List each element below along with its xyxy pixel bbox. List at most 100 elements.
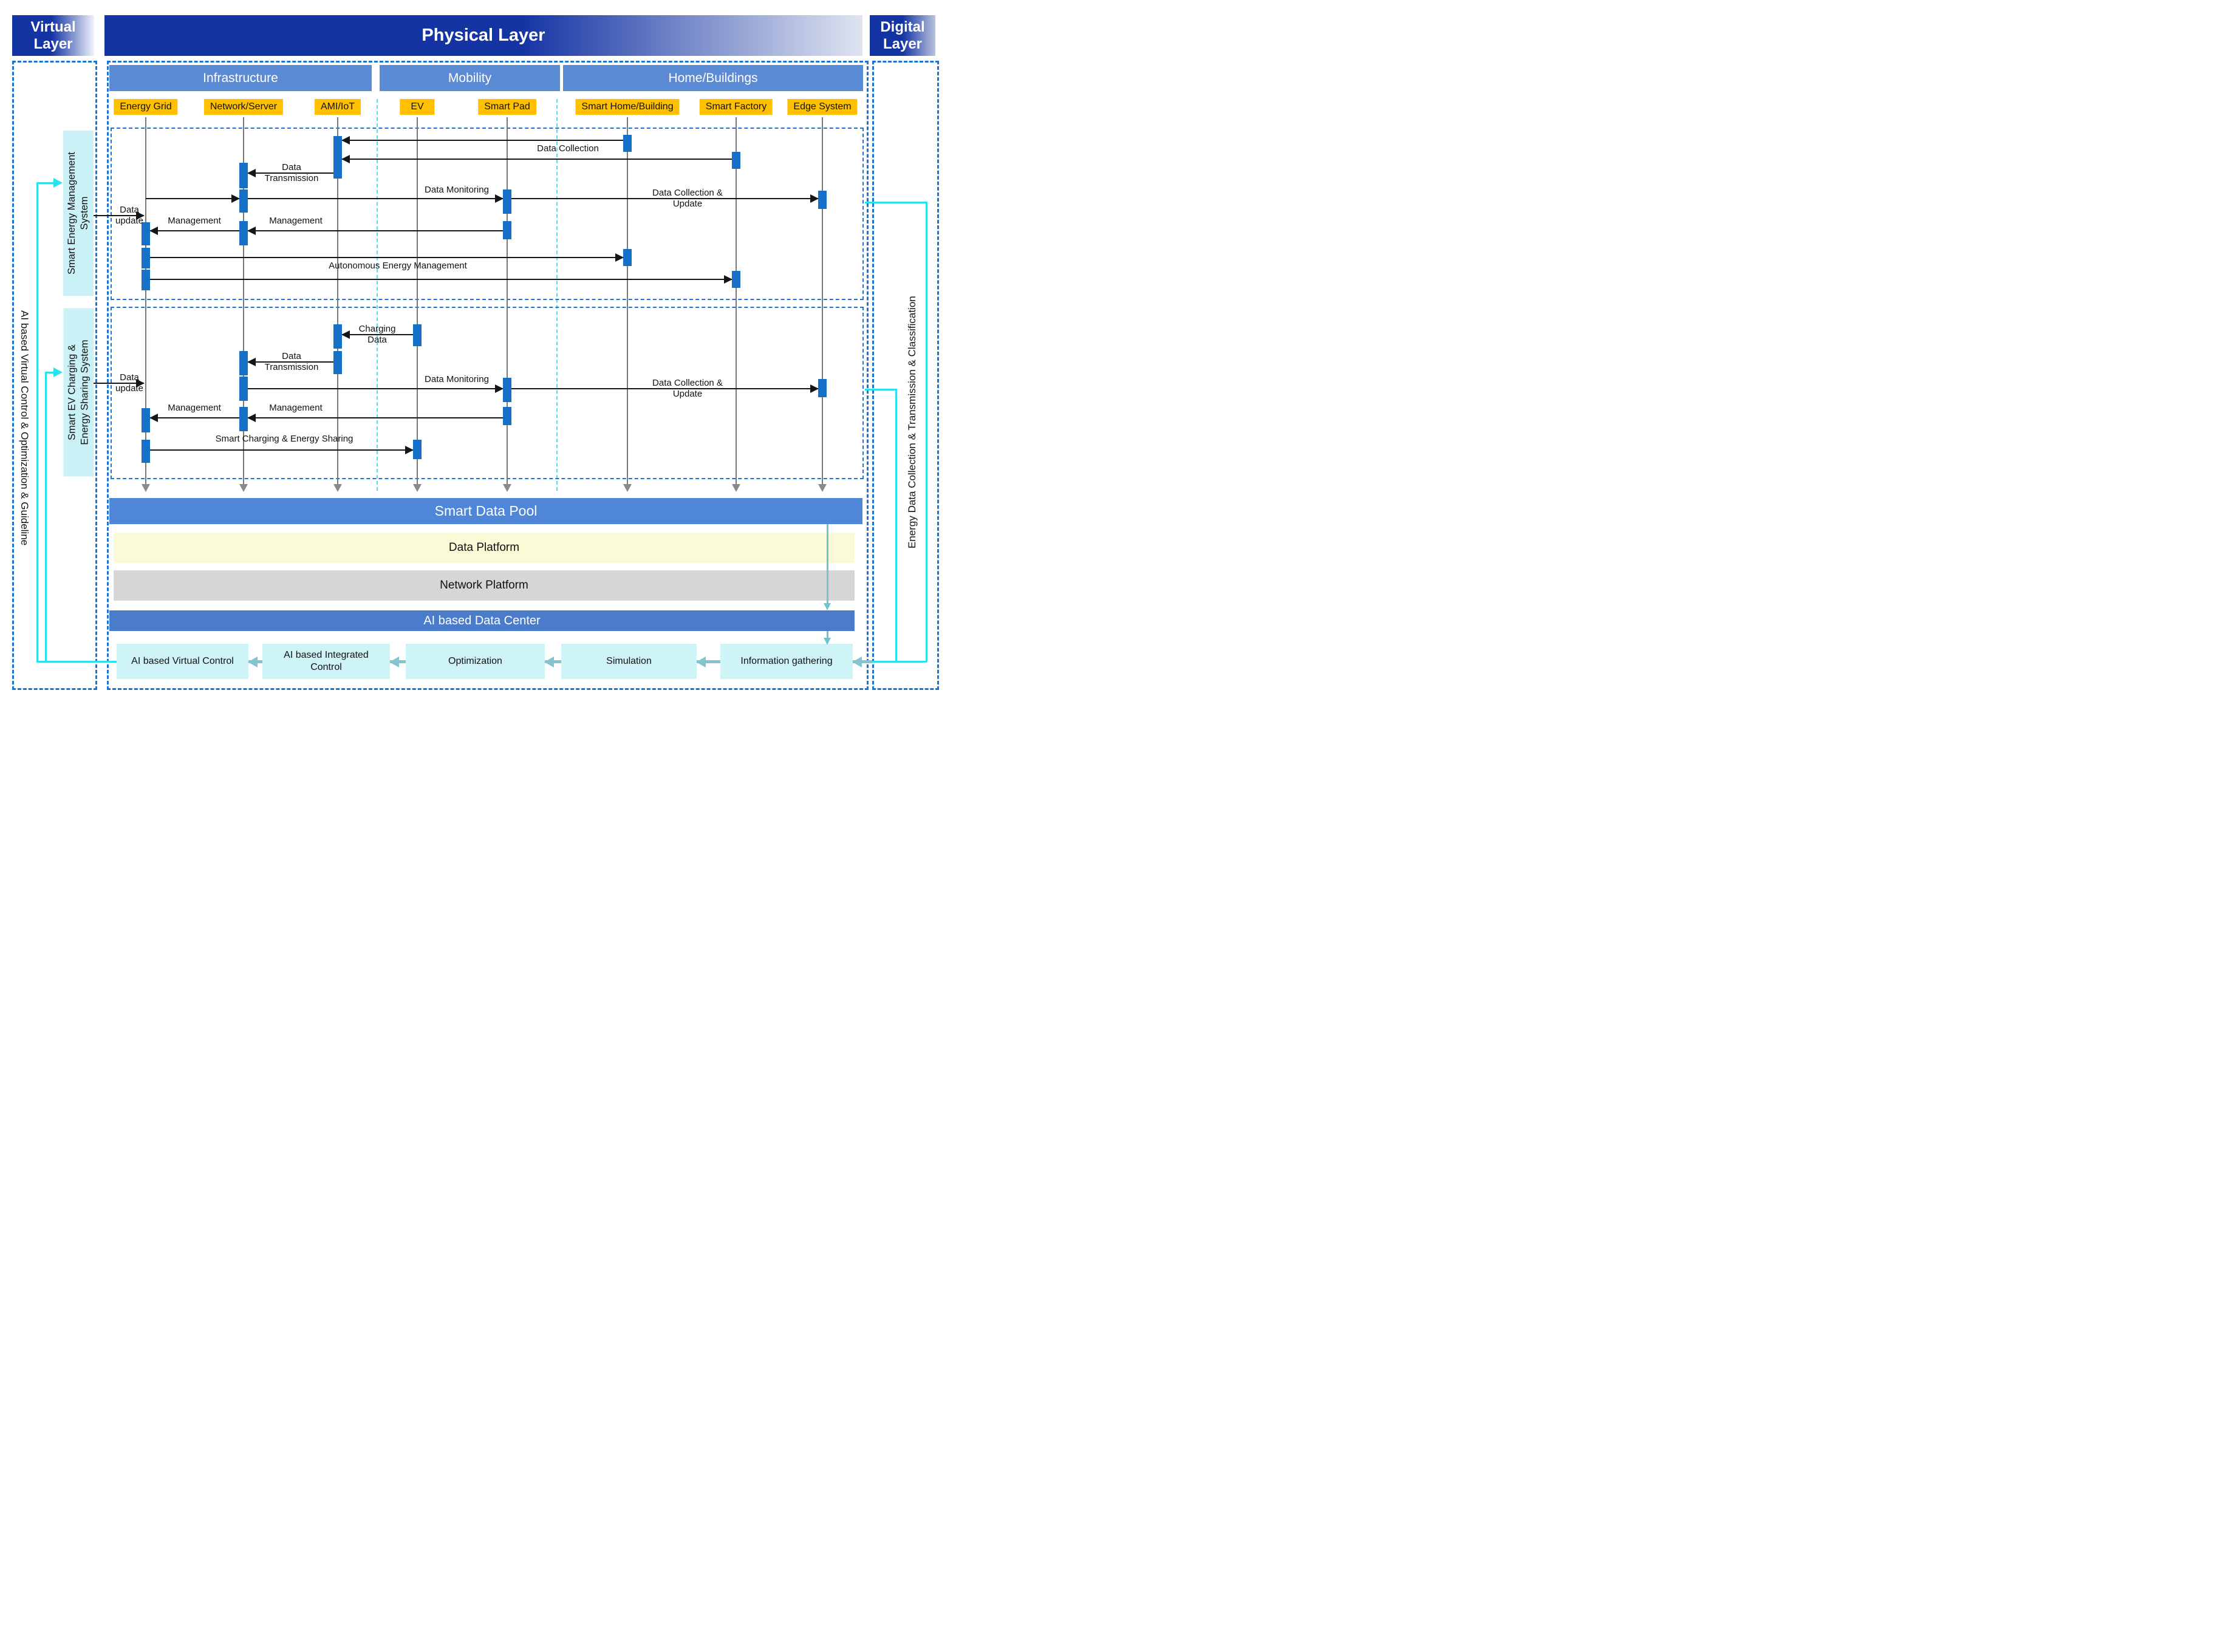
digital-layer-side-text: Energy Data Collection & Transmission & …: [906, 296, 918, 548]
arrow-data-collection-factory: [341, 155, 732, 163]
activation: [142, 248, 150, 268]
activation: [732, 152, 740, 169]
activation: [239, 163, 248, 188]
arrow-grid-to-server: [146, 194, 240, 203]
process-ai-virtual-control: AI based Virtual Control: [117, 644, 248, 679]
arrow-data-monitoring-1: [248, 194, 504, 203]
feedback-right-stub-1: [865, 202, 927, 203]
label-data-transmission-1: Data Transmission: [264, 162, 319, 183]
activation: [239, 377, 248, 401]
entity-network-server: Network/Server: [203, 99, 284, 115]
label-autonomous-energy-management: Autonomous Energy Management: [329, 261, 467, 271]
feedback-left-vertical-1: [36, 183, 38, 662]
feedback-arrow-line-to-sems: [36, 182, 56, 184]
feedback-right-vertical-1: [926, 202, 927, 662]
activation: [503, 189, 511, 214]
arrow-gathering-to-simulation: [696, 657, 720, 667]
smart-energy-architecture-diagram: Virtual Layer Physical Layer Digital Lay…: [0, 0, 940, 693]
activation: [142, 408, 150, 432]
activation: [818, 191, 827, 209]
entity-edge-system: Edge System: [787, 99, 858, 115]
activation: [142, 270, 150, 290]
lifeline-ami-iot: [337, 117, 338, 484]
activation: [239, 351, 248, 375]
label-management-1a: Management: [168, 216, 221, 226]
arrow-autonomous-factory: [150, 275, 732, 284]
arrow-management-2b: [247, 414, 507, 422]
digital-layer-box: [872, 61, 939, 690]
lifeline-network-server: [243, 117, 244, 484]
lifeline-arrow-down-icon: [623, 484, 632, 492]
smart-energy-management-system-label-2: System: [79, 196, 90, 230]
activation: [503, 221, 511, 239]
virtual-layer-side-text: AI based Virtual Control & Optimization …: [19, 310, 30, 546]
label-management-2a: Management: [168, 403, 221, 413]
arrow-data-transmission-2: [247, 358, 333, 366]
physical-layer-header: Physical Layer: [104, 15, 862, 56]
block-smart-ev-charging: [111, 307, 864, 479]
label-data-update-1: Data update: [115, 205, 143, 226]
feedback-arrowhead-sevcs-icon: [53, 367, 63, 377]
data-platform-bar: Data Platform: [114, 533, 855, 563]
ai-data-center-bar: AI based Data Center: [109, 610, 855, 631]
arrow-data-collection-update-2: [511, 384, 819, 393]
label-data-monitoring-2: Data Monitoring: [425, 374, 489, 384]
label-data-monitoring-1: Data Monitoring: [425, 185, 489, 195]
label-management-2b: Management: [269, 403, 323, 413]
arrow-data-update-1: [94, 211, 145, 220]
entity-energy-grid: Energy Grid: [114, 99, 178, 115]
activation: [503, 378, 511, 402]
label-data-collection-update-1: Data Collection & Update: [652, 188, 723, 209]
process-simulation: Simulation: [561, 644, 697, 679]
arrow-smart-charging: [150, 446, 414, 454]
lifeline-arrow-down-icon: [818, 484, 827, 492]
virtual-layer-box: [12, 61, 97, 690]
smart-data-pool-bar: Smart Data Pool: [109, 498, 862, 524]
arrow-pool-to-datacenter: [824, 524, 831, 610]
process-optimization: Optimization: [406, 644, 545, 679]
section-home-buildings: Home/Buildings: [563, 65, 863, 91]
arrow-management-2a: [149, 414, 239, 422]
lifeline-arrow-down-icon: [142, 484, 150, 492]
activation: [503, 407, 511, 425]
lifeline-arrow-down-icon: [333, 484, 342, 492]
lifeline-smart-factory: [736, 117, 737, 484]
divider-infrastructure-mobility: [377, 99, 378, 491]
activation: [239, 221, 248, 245]
block-smart-energy-management: [111, 128, 864, 300]
entity-ami-iot: AMI/IoT: [314, 99, 361, 115]
activation: [142, 222, 150, 245]
activation: [239, 189, 248, 213]
activation: [413, 440, 422, 459]
process-ai-integrated-control: AI based Integrated Control: [262, 644, 390, 679]
arrow-integrated-to-virtual: [248, 657, 262, 667]
activation: [732, 271, 740, 288]
activation: [623, 249, 632, 266]
lifeline-smart-home-building: [627, 117, 628, 484]
lifeline-energy-grid: [145, 117, 146, 484]
network-platform-bar: Network Platform: [114, 570, 855, 601]
activation: [142, 440, 150, 463]
entity-smart-home-building: Smart Home/Building: [575, 99, 680, 115]
arrow-charging-data: [341, 330, 413, 339]
feedback-arrowhead-sems-icon: [53, 178, 63, 188]
feedback-right-stub-2: [865, 389, 896, 391]
lifeline-arrow-down-icon: [239, 484, 248, 492]
arrow-feedback-into-gathering: [852, 657, 872, 667]
label-data-update-2: Data update: [115, 372, 143, 394]
entity-smart-factory: Smart Factory: [699, 99, 773, 115]
activation: [333, 136, 342, 179]
arrow-data-collection-home: [341, 136, 624, 145]
smart-ev-charging-system-label-2: Energy Sharing System: [79, 340, 90, 445]
arrow-datacenter-to-gathering: [824, 631, 831, 645]
activation: [333, 351, 342, 374]
arrow-optimization-to-integrated: [389, 657, 406, 667]
arrow-data-transmission-1: [247, 169, 333, 177]
arrow-data-update-2: [94, 379, 145, 387]
digital-layer-header: Digital Layer: [870, 15, 935, 56]
process-information-gathering: Information gathering: [720, 644, 853, 679]
lifeline-arrow-down-icon: [413, 484, 422, 492]
arrow-management-1b: [247, 227, 507, 235]
arrow-data-collection-update-1: [511, 194, 819, 203]
arrow-autonomous-home: [150, 253, 624, 262]
